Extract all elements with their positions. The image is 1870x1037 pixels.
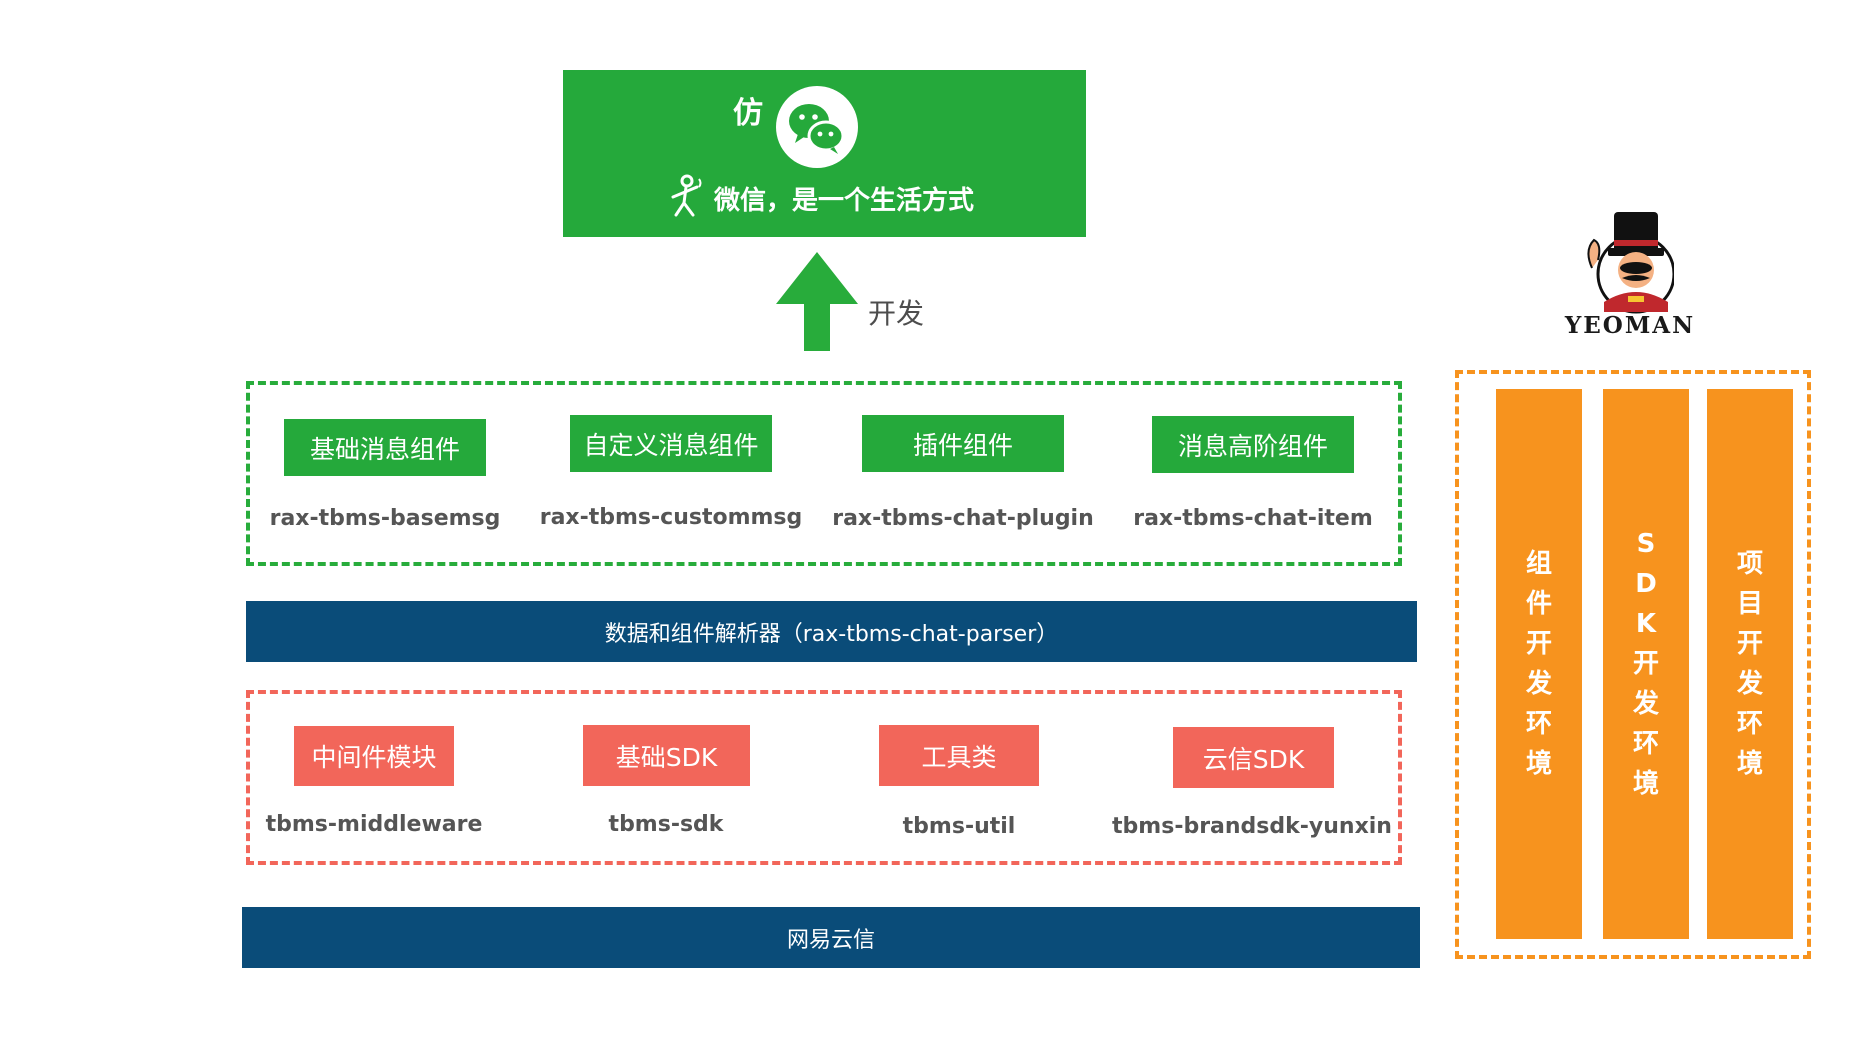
- component-layer-frame: [246, 381, 1402, 566]
- env-char: 目: [1736, 589, 1763, 619]
- env-char: 发: [1632, 689, 1659, 719]
- package-brandsdk-yunxin: tbms-brandsdk-yunxin: [1112, 814, 1392, 839]
- module-yunxin-sdk: 云信SDK: [1173, 727, 1334, 788]
- env-char: 境: [1632, 769, 1659, 799]
- sdk-dev-env-column: S D K 开 发 环 境: [1603, 389, 1689, 939]
- env-char: 环: [1736, 709, 1763, 739]
- package-chat-item: rax-tbms-chat-item: [1133, 506, 1373, 531]
- arrow-label: 开发: [868, 297, 925, 330]
- netease-yunxin-bar: 网易云信: [242, 907, 1420, 968]
- component-basemsg: 基础消息组件: [284, 419, 486, 476]
- env-char: K: [1635, 609, 1657, 639]
- project-dev-env-column: 项 目 开 发 环 境: [1707, 389, 1793, 939]
- env-char: 开: [1736, 629, 1763, 659]
- wechat-logo-icon: [776, 86, 858, 168]
- env-char: 环: [1525, 709, 1552, 739]
- env-char: 发: [1525, 669, 1552, 699]
- package-util: tbms-util: [902, 814, 1016, 839]
- sdk-layer-frame: [246, 690, 1402, 865]
- env-char: 项: [1736, 549, 1763, 579]
- package-basemsg: rax-tbms-basemsg: [269, 506, 501, 531]
- yeoman-mascot-icon: [1578, 210, 1676, 316]
- env-char: 境: [1525, 749, 1552, 779]
- env-char: D: [1635, 569, 1657, 599]
- package-sdk: tbms-sdk: [608, 812, 724, 837]
- parser-layer-bar: 数据和组件解析器（rax-tbms-chat-parser）: [246, 601, 1417, 662]
- component-custommsg: 自定义消息组件: [570, 415, 772, 472]
- component-chat-item: 消息高阶组件: [1152, 416, 1354, 473]
- up-arrow-icon: [776, 252, 858, 351]
- component-plugin: 插件组件: [862, 415, 1064, 472]
- env-char: 境: [1736, 749, 1763, 779]
- module-middleware: 中间件模块: [294, 726, 454, 786]
- environment-frame: [1455, 370, 1811, 959]
- env-char: 件: [1525, 589, 1552, 619]
- package-chat-plugin: rax-tbms-chat-plugin: [832, 506, 1094, 531]
- env-char: 环: [1632, 729, 1659, 759]
- module-base-sdk: 基础SDK: [583, 725, 750, 786]
- env-char: 开: [1525, 629, 1552, 659]
- package-custommsg: rax-tbms-custommsg: [539, 505, 803, 530]
- person-wave-icon: [666, 173, 704, 219]
- component-dev-env-column: 组 件 开 发 环 境: [1496, 389, 1582, 939]
- module-util: 工具类: [879, 725, 1039, 786]
- banner-slogan: 微信，是一个生活方式: [714, 186, 975, 216]
- env-char: 开: [1632, 649, 1659, 679]
- env-char: S: [1636, 529, 1656, 559]
- package-middleware: tbms-middleware: [265, 812, 483, 837]
- env-char: 组: [1525, 549, 1552, 579]
- yeoman-label: YEOMAN: [1564, 312, 1696, 339]
- banner-prefix: 仿: [733, 96, 763, 131]
- env-char: 发: [1736, 669, 1763, 699]
